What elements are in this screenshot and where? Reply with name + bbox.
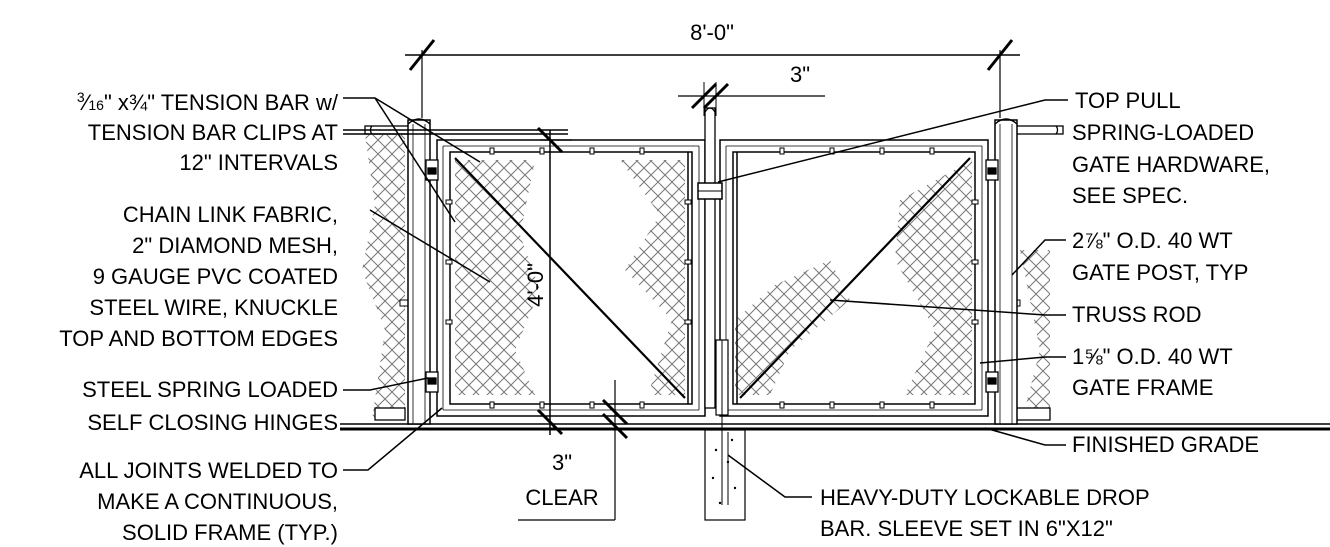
left-gate-post [407, 118, 431, 425]
tension-rest: " TENSION BAR w/ [147, 90, 339, 115]
post-rest: " O.D. 40 WT [1103, 228, 1233, 253]
grade-label: FINISHED GRADE [1072, 432, 1259, 457]
frame-lead: 1 [1072, 344, 1084, 369]
joints-line3: SOLID FRAME (TYP.) [122, 520, 338, 545]
right-gate-leaf [719, 139, 989, 417]
tension-frac-den: 16 [88, 97, 104, 113]
chain-link-fabric [362, 135, 1050, 420]
right-gate-post [994, 118, 1018, 425]
hinges-line1: STEEL SPRING LOADED [82, 377, 338, 402]
fabric-right-gate [735, 260, 850, 395]
frame-rest: " O.D. 40 WT [1103, 344, 1233, 369]
dim-width-label: 8'-0" [690, 20, 734, 45]
hardware-line3: SEE SPEC. [1072, 183, 1188, 208]
callout-fabric: CHAIN LINK FABRIC, 2" DIAMOND MESH, 9 GA… [59, 202, 491, 351]
dim-gap-label: 3" [790, 62, 810, 87]
callout-tension-bar: 3⁄16" x¾" TENSION BAR w/ TENSION BAR CLI… [77, 89, 568, 223]
drop-bar-line2: BAR. SLEEVE SET IN 6"X12" [820, 516, 1113, 541]
fabric-line1: CHAIN LINK FABRIC, [123, 202, 338, 227]
concrete-footing [704, 429, 746, 521]
joints-line1: ALL JOINTS WELDED TO [79, 458, 338, 483]
fabric-line4: STEEL WIRE, KNUCKLE [89, 295, 338, 320]
hardware-line2: GATE HARDWARE, [1072, 152, 1270, 177]
callout-finished-grade: FINISHED GRADE [984, 427, 1259, 457]
callout-hardware: SPRING-LOADED GATE HARDWARE, SEE SPEC. [1072, 120, 1270, 208]
right-truss-rod [739, 157, 971, 399]
dimension-3in-clear: 3" CLEAR [518, 380, 629, 521]
svg-text:1⅝" O.D. 40 WT: 1⅝" O.D. 40 WT [1072, 344, 1233, 369]
fabric-line3: 9 GAUGE PVC COATED [93, 264, 338, 289]
tension-frac2: ¾ [129, 90, 148, 115]
callout-hinges: STEEL SPRING LOADED SELF CLOSING HINGES [82, 377, 429, 435]
hinges-line2: SELF CLOSING HINGES [87, 410, 338, 435]
tension-line2: TENSION BAR CLIPS AT [88, 120, 338, 145]
dim-height-label: 4'-0" [523, 263, 548, 307]
callout-joints: ALL JOINTS WELDED TO MAKE A CONTINUOUS, … [79, 407, 443, 545]
frame-frac: ⅝ [1084, 344, 1103, 369]
finished-grade [340, 423, 1330, 431]
tension-frac-num: 3 [77, 89, 85, 105]
fabric-right-gate-right [895, 160, 972, 395]
fabric-left-gate-right [620, 160, 685, 395]
joints-line2: MAKE A CONTINUOUS, [97, 489, 338, 514]
hardware-line1: SPRING-LOADED [1072, 120, 1254, 145]
post-frac: ⅞ [1084, 228, 1103, 253]
callout-truss-rod: TRUSS ROD [829, 299, 1202, 327]
tension-mid: " x [104, 90, 129, 115]
top-pull-label: TOP PULL [1075, 88, 1181, 113]
fabric-right-outside [1020, 250, 1050, 420]
drop-bar-line1: HEAVY-DUTY LOCKABLE DROP [820, 485, 1150, 510]
frame-line2: GATE FRAME [1072, 375, 1213, 400]
dim-clear-value: 3" [552, 450, 572, 475]
post-line2: GATE POST, TYP [1072, 260, 1248, 285]
fabric-line2: 2" DIAMOND MESH, [132, 233, 338, 258]
dimension-4ft: 4'-0" [523, 126, 572, 436]
fabric-left-outside [362, 135, 405, 420]
fabric-left-gate [455, 160, 540, 395]
fabric-line5: TOP AND BOTTOM EDGES [59, 326, 338, 351]
svg-text:3⁄16" x¾" TENSION BAR w/: 3⁄16" x¾" TENSION BAR w/ [77, 89, 339, 115]
post-lead: 2 [1072, 228, 1084, 253]
svg-text:2⅞" O.D. 40 WT: 2⅞" O.D. 40 WT [1072, 228, 1233, 253]
center-latch-hardware [697, 107, 729, 460]
callout-drop-bar: HEAVY-DUTY LOCKABLE DROP BAR. SLEEVE SET… [727, 454, 1150, 541]
dim-clear-word: CLEAR [525, 485, 598, 510]
dimension-8ft: 8'-0" [405, 20, 1020, 118]
dimension-3in-top: 3" [678, 62, 825, 116]
callout-gate-frame: 1⅝" O.D. 40 WT GATE FRAME [979, 344, 1233, 400]
tension-line3: 12" INTERVALS [179, 150, 338, 175]
hinges [425, 159, 999, 393]
callout-top-pull: TOP PULL [717, 88, 1181, 183]
callout-gate-post: 2⅞" O.D. 40 WT GATE POST, TYP [1011, 228, 1248, 285]
left-truss-rod [454, 157, 686, 399]
truss-rod-label: TRUSS ROD [1072, 302, 1202, 327]
